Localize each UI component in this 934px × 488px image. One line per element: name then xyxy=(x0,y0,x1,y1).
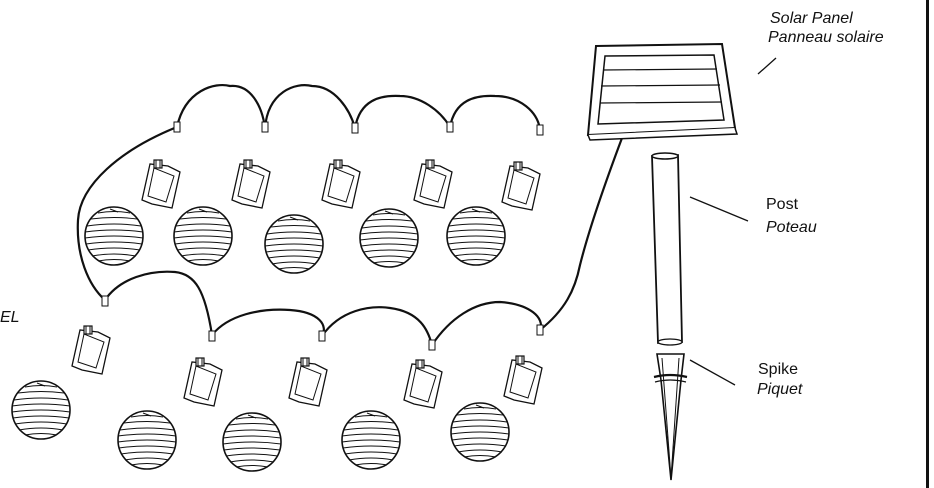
spike xyxy=(653,353,688,481)
right-border xyxy=(926,0,929,488)
lantern-top-5 xyxy=(446,124,544,266)
lantern-top-4 xyxy=(359,121,454,268)
post-label-en: Post xyxy=(766,196,799,213)
spike-leader xyxy=(689,359,736,386)
lantern-top-1 xyxy=(84,121,181,266)
wire-loop xyxy=(76,84,624,346)
solar-panel-leader xyxy=(757,57,777,75)
solar-panel xyxy=(586,42,739,141)
post-leader xyxy=(689,196,749,222)
edge-fragment-label: EL xyxy=(0,309,20,326)
lantern-bottom-5 xyxy=(450,324,544,462)
lantern-bottom-3 xyxy=(222,330,328,472)
post xyxy=(651,152,683,346)
spike-label-fr: Piquet xyxy=(757,381,803,398)
solar-panel-label-en: Solar Panel xyxy=(770,10,853,27)
lantern-bottom-1 xyxy=(11,295,111,440)
post-label-fr: Poteau xyxy=(766,219,817,236)
solar-panel-label-fr: Panneau solaire xyxy=(768,29,884,46)
lantern-bottom-2 xyxy=(117,330,223,470)
lantern-bottom-4 xyxy=(341,339,443,470)
spike-label-en: Spike xyxy=(758,361,799,378)
lantern-top-2 xyxy=(173,121,271,266)
lantern-top-3 xyxy=(264,122,361,274)
